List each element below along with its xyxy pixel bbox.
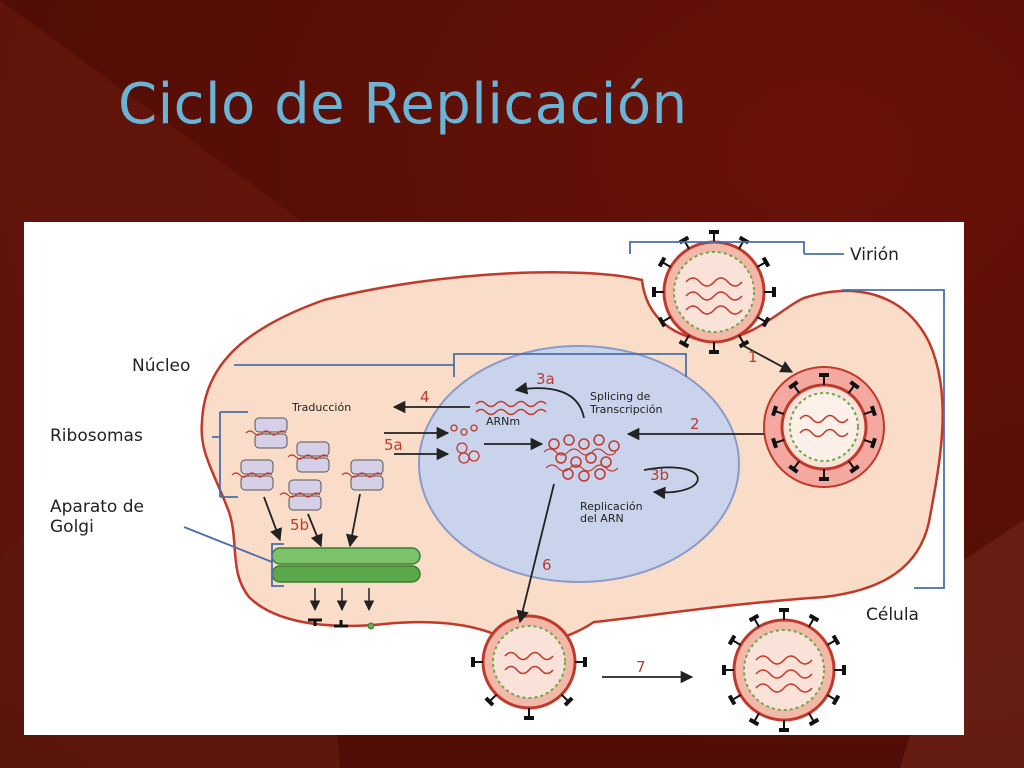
step-7: 7	[636, 658, 646, 676]
exocytosis-proteins	[308, 588, 375, 630]
virion-incoming	[651, 229, 777, 355]
label-replication-line2: del ARN	[580, 512, 624, 525]
slide-title: Ciclo de Replicación	[118, 72, 688, 137]
diagram-panel: Virión Célula Núcleo Ribosomas Aparato d…	[24, 222, 964, 735]
step-4: 4	[420, 388, 430, 406]
label-ribosomes: Ribosomas	[50, 426, 143, 446]
virion-endocytosed	[763, 366, 885, 488]
step-1: 1	[748, 348, 758, 366]
virion-released	[721, 607, 847, 733]
label-cell: Célula	[866, 605, 919, 625]
nucleus	[418, 345, 740, 583]
label-splicing-line2: Transcripción	[589, 403, 663, 416]
step-3b: 3b	[650, 466, 669, 484]
label-golgi-line1: Aparato de	[50, 497, 144, 517]
step-6: 6	[542, 556, 552, 574]
rna-cluster	[543, 434, 620, 482]
virion-budding	[470, 614, 588, 721]
label-translation: Traducción	[291, 401, 351, 414]
mrna-strands	[475, 400, 547, 416]
step-5a: 5a	[384, 436, 403, 454]
label-mrna: ARNm	[486, 415, 520, 428]
label-splicing-line1: Splicing de	[590, 390, 651, 403]
label-leaders	[183, 241, 945, 589]
label-nucleus: Núcleo	[132, 356, 190, 376]
replication-cycle-diagram: Virión Célula Núcleo Ribosomas Aparato d…	[50, 229, 945, 733]
label-replication-line1: Replicación	[580, 500, 643, 513]
step-5b: 5b	[290, 516, 309, 534]
golgi-apparatus	[271, 547, 421, 583]
ribosomes	[231, 417, 384, 511]
process-arrows	[263, 344, 794, 684]
step-2: 2	[690, 415, 700, 433]
step-3a: 3a	[536, 370, 555, 388]
protein-particles	[450, 424, 480, 464]
label-virion: Virión	[850, 245, 899, 265]
label-golgi-line2: Golgi	[50, 517, 94, 537]
